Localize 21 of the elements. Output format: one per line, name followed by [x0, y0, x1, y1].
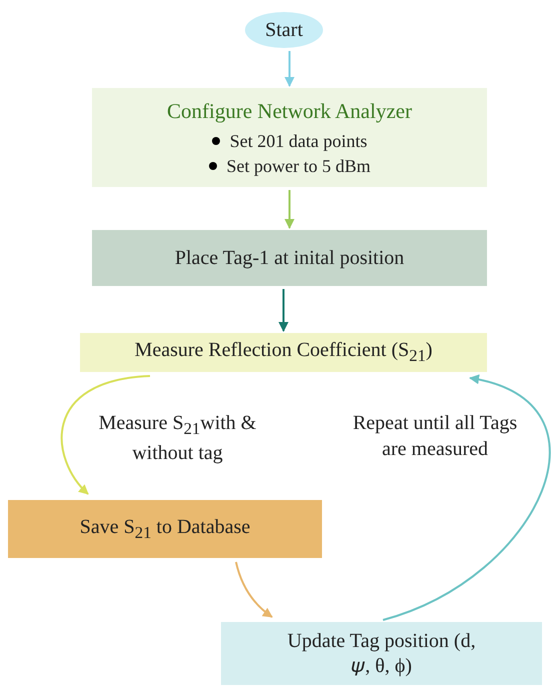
edge-label: Repeat until all Tags are measured [352, 411, 518, 462]
box-text: Measure Reflection Coefficient (S$_{21}$) [134, 338, 432, 367]
edge-label: Measure S$_{21}$with & without tag [98, 411, 258, 466]
arrow [284, 190, 294, 229]
box-heading: Configure Network Analyzer [167, 98, 412, 124]
process-box [221, 622, 542, 685]
arrow [284, 51, 294, 87]
box-text: Update Tag position (d, 𝜓, θ, ϕ) [286, 628, 477, 678]
process-box [80, 333, 487, 372]
arrow [235, 562, 273, 618]
box-text: Start [265, 18, 303, 42]
process-box [92, 88, 487, 187]
box-text: Place Tag-1 at inital position [174, 246, 404, 270]
arrow [60, 375, 150, 495]
process-box [92, 230, 487, 286]
bullet-text: Set power to 5 dBm [226, 154, 370, 178]
process-box [8, 500, 322, 558]
arrow [382, 375, 550, 621]
box-text: Save S$_{21}$ to Database [80, 514, 250, 544]
bullet-text: Set 201 data points [230, 130, 368, 153]
arrow [278, 289, 288, 332]
